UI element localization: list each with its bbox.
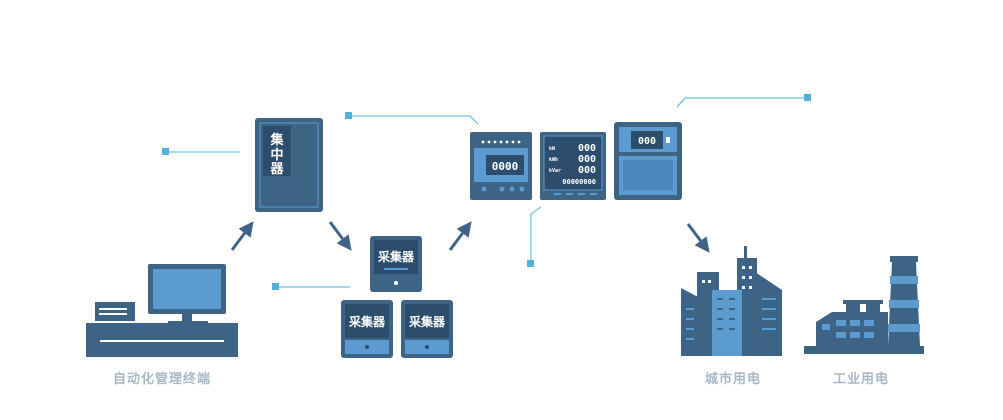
meter-2-row-3-value: 000 (578, 165, 596, 176)
industry-power-caption: 工业用电 (833, 372, 890, 387)
arrow-concentrator-to-collector (328, 221, 352, 251)
meter-2-row-1-tag: kW (549, 146, 556, 152)
callout-concentrator (162, 148, 240, 155)
terminal-caption: 自动化管理终端 (113, 372, 212, 387)
terminal-computer (86, 264, 238, 357)
meter-3-reading: 000 (638, 136, 656, 147)
factory-icon (804, 256, 924, 354)
arrow-terminal-to-concentrator (230, 221, 254, 251)
concentrator-char-2: 中 (270, 147, 283, 163)
city-power-caption: 城市用电 (705, 372, 762, 387)
meter-2: kW 000 kWh 000 kVar 000 00000000 (540, 132, 606, 200)
meter-1: 0000 (470, 132, 532, 200)
city-buildings-icon (681, 246, 782, 356)
meter-2-bottom-reading: 00000000 (562, 178, 596, 186)
collector-left-label: 采集器 (348, 314, 386, 329)
meter-2-row-2-tag: kWh (549, 157, 558, 163)
meter-3: 000 (614, 122, 682, 200)
arrow-collector-to-meters (448, 221, 472, 251)
collector-right-label: 采集器 (408, 314, 446, 329)
meter-2-row-3-tag: kVar (549, 168, 561, 174)
meter-1-reading: 0000 (492, 160, 519, 173)
callout-collector (272, 283, 350, 290)
concentrator-char-3: 器 (269, 162, 284, 177)
collector-top: 采集器 (370, 236, 422, 292)
collector-right: 采集器 (401, 300, 453, 358)
collector-left: 采集器 (341, 300, 393, 358)
callout-lines (162, 94, 811, 290)
arrow-meters-to-consumers (686, 223, 710, 253)
meter-2-row-2-value: 000 (578, 154, 596, 165)
concentrator-char-1: 集 (269, 132, 284, 148)
collector-top-label: 采集器 (377, 249, 415, 264)
meter-2-row-1-value: 000 (578, 143, 596, 154)
callout-meter-right (676, 94, 811, 108)
callout-meter-bottom (527, 206, 542, 267)
flow-arrows (230, 221, 710, 253)
callout-meter-top (345, 112, 479, 125)
concentrator-device: 集 中 器 (255, 118, 323, 212)
